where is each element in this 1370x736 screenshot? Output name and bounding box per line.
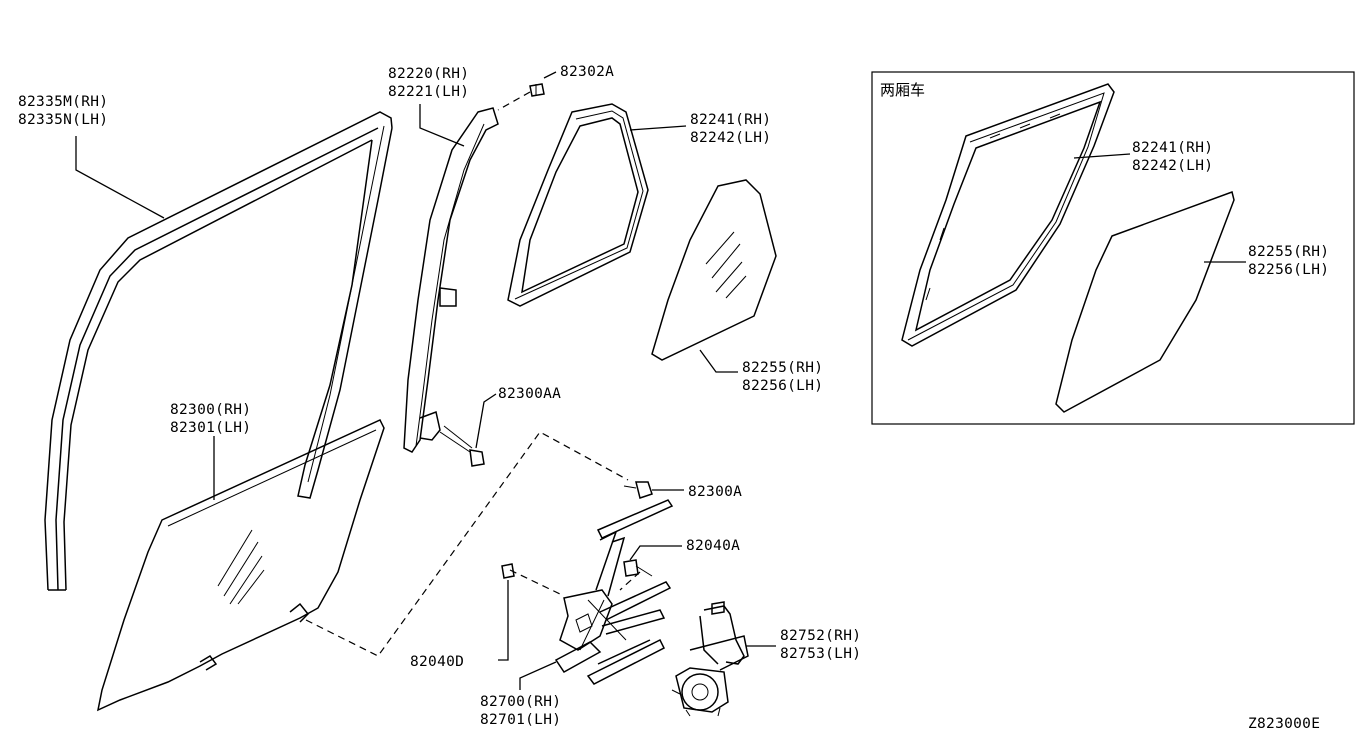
leader-quarter-glass <box>699 349 738 373</box>
glass-run-channel <box>403 107 499 453</box>
door-sash-weatherstrip <box>44 111 393 591</box>
window-regulator <box>554 499 674 685</box>
leader-82302a <box>543 71 557 79</box>
label-quarter-glass-rh: 82255(RH) <box>742 360 823 376</box>
label-quarter-glass-lh: 82256(LH) <box>742 378 823 394</box>
label-regulator-rh: 82700(RH) <box>480 694 561 710</box>
inset-box <box>871 71 1355 425</box>
label-sash-rh: 82335M(RH) <box>18 94 108 110</box>
dash-82302a <box>497 91 531 111</box>
leader-82040a <box>629 545 682 561</box>
leader-channel <box>419 104 465 147</box>
label-inset-weatherstrip-lh: 82242(LH) <box>1132 158 1213 174</box>
label-channel-lh: 82221(LH) <box>388 84 469 100</box>
bolt-82300aa <box>439 425 485 467</box>
leader-inset-weatherstrip <box>1073 153 1131 159</box>
leader-82300aa <box>475 393 497 449</box>
dash-82040a <box>619 571 641 591</box>
bolt-82040d <box>501 563 515 579</box>
inset-title: 两厢车 <box>880 81 925 99</box>
label-82040d: 82040D <box>410 654 464 670</box>
label-inset-quarter-glass-rh: 82255(RH) <box>1248 244 1329 260</box>
door-glass <box>96 419 385 712</box>
inset-quarter-weatherstrip <box>901 83 1115 347</box>
label-82300aa: 82300AA <box>498 386 561 402</box>
leader-quarter-weatherstrip <box>629 125 687 131</box>
leader-82040d <box>498 580 509 661</box>
regulator-motor <box>671 601 749 717</box>
label-82302a: 82302A <box>560 64 614 80</box>
quarter-weatherstrip <box>507 103 649 307</box>
label-quarter-weatherstrip-lh: 82242(LH) <box>690 130 771 146</box>
label-82300a: 82300A <box>688 484 742 500</box>
screw-82302a <box>529 83 545 97</box>
dash-glass-to-regulator <box>305 431 629 657</box>
label-quarter-weatherstrip-rh: 82241(RH) <box>690 112 771 128</box>
label-regulator-lh: 82701(LH) <box>480 712 561 728</box>
label-82040a: 82040A <box>686 538 740 554</box>
leader-regulator <box>519 661 557 690</box>
inset-quarter-glass <box>1055 191 1235 413</box>
label-sash-lh: 82335N(LH) <box>18 112 108 128</box>
leader-sash <box>75 136 165 219</box>
label-door-glass-rh: 82300(RH) <box>170 402 251 418</box>
dash-82040d <box>509 569 561 595</box>
diagram-code: Z823000E <box>1248 716 1320 732</box>
label-inset-weatherstrip-rh: 82241(RH) <box>1132 140 1213 156</box>
label-motor-rh: 82752(RH) <box>780 628 861 644</box>
bolt-82300a <box>623 481 653 499</box>
quarter-glass <box>651 179 777 361</box>
bolt-82040a <box>623 559 653 577</box>
label-channel-rh: 82220(RH) <box>388 66 469 82</box>
label-motor-lh: 82753(LH) <box>780 646 861 662</box>
label-inset-quarter-glass-lh: 82256(LH) <box>1248 262 1329 278</box>
label-door-glass-lh: 82301(LH) <box>170 420 251 436</box>
